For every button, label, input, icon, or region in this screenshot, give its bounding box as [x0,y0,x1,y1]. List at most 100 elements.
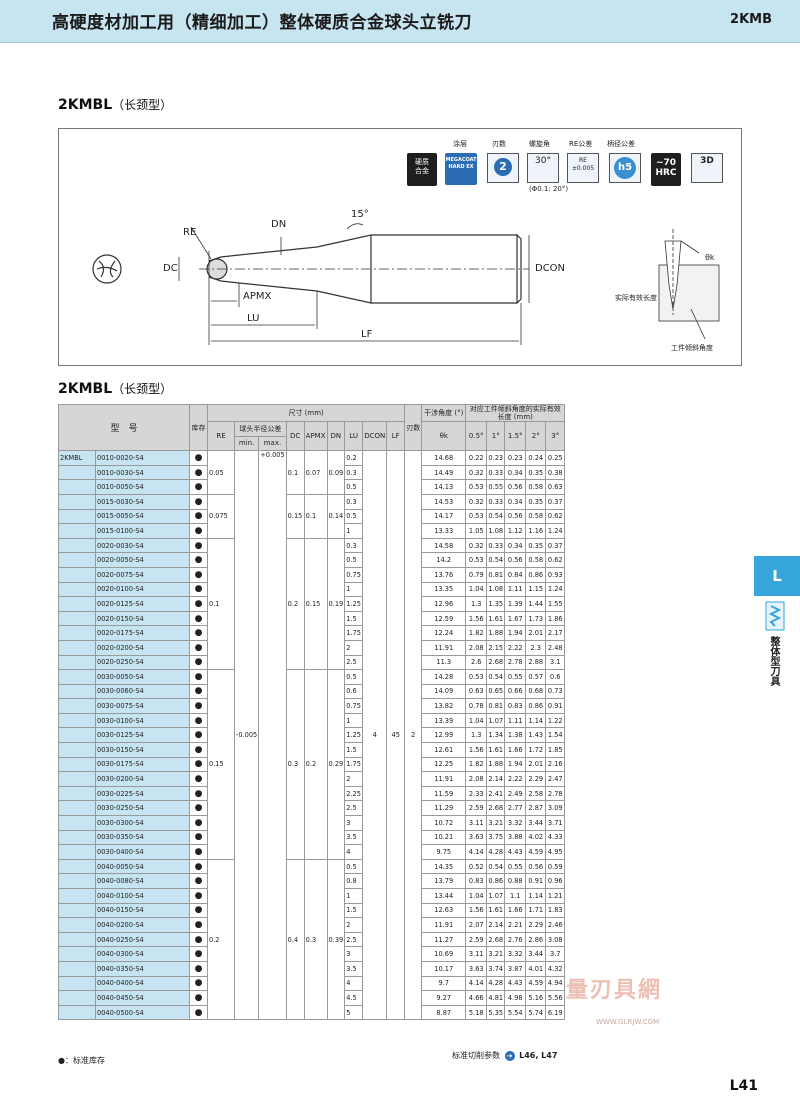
series-cell [58,902,96,919]
eff-length-cell: 0.91 [545,698,566,714]
tool-drawing [92,223,720,345]
series-cell [58,625,96,641]
helix-note: (Φ0.1: 20°) [529,185,569,193]
series-cell [58,829,96,846]
watermark: 量刃具網 [566,978,663,1003]
eff-length-cell: 3.63 [465,960,488,977]
theta-cell: 12.63 [421,902,467,919]
eff-length-cell: 2.46 [545,917,566,933]
stock-mark: ● [189,727,208,744]
page-number: L41 [729,1078,758,1094]
eff-length-cell: 2.49 [504,785,527,802]
eff-length-cell: 1.94 [504,625,527,641]
eff-length-cell: 1.61 [486,610,506,627]
header-lu: LU [344,420,364,452]
eff-length-cell: 1.54 [545,727,566,744]
stock-mark: ● [189,479,208,495]
lu-cell: 1 [344,888,364,904]
section-tab-l[interactable]: L [754,556,800,596]
theta-cell: 13.79 [421,873,467,889]
lu-cell: 0.75 [344,566,364,583]
eff-length-cell: 2.47 [545,771,566,787]
eff-length-cell: 1.82 [465,756,488,773]
eff-length-cell: 5.18 [465,1004,488,1021]
theta-cell: 11.91 [421,771,467,787]
tol-min-cell: -0.005 [233,450,260,1021]
eff-length-cell: 2.29 [525,771,547,787]
re-cell: 0.15 [207,669,235,860]
eff-length-cell: 3.87 [504,960,527,977]
eff-length-cell: 1.11 [504,581,527,598]
eff-length-cell: 2.76 [504,931,527,948]
series-cell [58,610,96,627]
eff-length-cell: 1.71 [525,902,547,919]
3d-text: 3D [700,156,714,166]
eff-length-cell: 0.34 [504,537,527,554]
eff-length-cell: 0.55 [504,669,527,685]
eff-length-cell: 1.88 [486,625,506,641]
eff-length-cell: 2.08 [465,639,488,656]
eff-length-cell: 0.55 [504,858,527,875]
header-angle-05: 0.5° [465,420,488,452]
hrc-badge: ~70 HRC [651,153,681,186]
theta-cell: 14.13 [421,479,467,495]
lu-cell: 0.75 [344,698,364,714]
eff-length-cell: 4.94 [545,975,566,992]
eff-length-cell: 1.24 [545,523,566,539]
stock-mark: ● [189,858,208,875]
eff-length-cell: 0.63 [545,479,566,495]
eff-length-cell: 0.62 [545,552,566,568]
eff-length-cell: 0.83 [465,873,488,889]
eff-length-cell: 0.38 [545,464,566,481]
model-cell: 0015-0100-S4 [95,523,190,539]
angle-label: 15° [351,209,369,220]
apmx-cell: 0.07 [303,450,328,495]
lu-cell: 1.5 [344,742,364,758]
theta-label: θk [705,253,715,262]
stock-mark: ● [189,698,208,714]
eff-length-cell: 0.65 [486,683,506,700]
model-cell: 0030-0250-S4 [95,800,190,817]
section-title-text: 2KMBL [58,381,113,397]
eff-length-cell: 4.43 [504,975,527,992]
header-interference: 干涉角度 (°) [421,404,467,422]
model-cell: 0010-0020-S4 [95,450,190,466]
lu-cell: 4 [344,975,364,992]
series-cell [58,917,96,933]
tool-outline [199,233,529,305]
lu-cell: 1.25 [344,727,364,744]
model-cell: 0015-0030-S4 [95,493,190,510]
model-cell: 0010-0050-S4 [95,479,190,495]
model-cell: 0030-0125-S4 [95,727,190,744]
eff-length-cell: 5.56 [545,990,566,1006]
eff-length-cell: 1.44 [525,596,547,612]
stock-mark: ● [189,581,208,598]
lf-cell: 45 [386,450,406,1021]
model-cell: 0040-0050-S4 [95,858,190,875]
eff-length-cell: 0.79 [465,566,488,583]
eff-length-cell: 0.53 [465,508,488,525]
eff-length-cell: 0.23 [504,450,527,466]
eff-length-cell: 0.54 [486,669,506,685]
theta-cell: 9.75 [421,844,467,860]
eff-length-cell: 1.22 [545,712,566,729]
section-title-text: 2KMBL [58,97,113,113]
model-cell: 0030-0400-S4 [95,844,190,860]
eff-length-cell: 3.75 [486,829,506,846]
cutting-params-link[interactable]: 标准切削参数 ➔ L46, L47 [452,1050,557,1061]
eff-length-cell: 4.66 [465,990,488,1006]
series-cell [58,508,96,525]
eff-length-cell: 0.91 [525,873,547,889]
header-dcon: DCON [362,420,388,452]
lu-cell: 0.5 [344,858,364,875]
eff-length-cell: 2.21 [504,917,527,933]
lu-cell: 1.5 [344,902,364,919]
watermark-url: WWW.GLRJW.COM [596,1018,660,1026]
apmx-cell: 0.15 [303,537,328,671]
eff-length-cell: 2.29 [525,917,547,933]
series-cell [58,873,96,889]
